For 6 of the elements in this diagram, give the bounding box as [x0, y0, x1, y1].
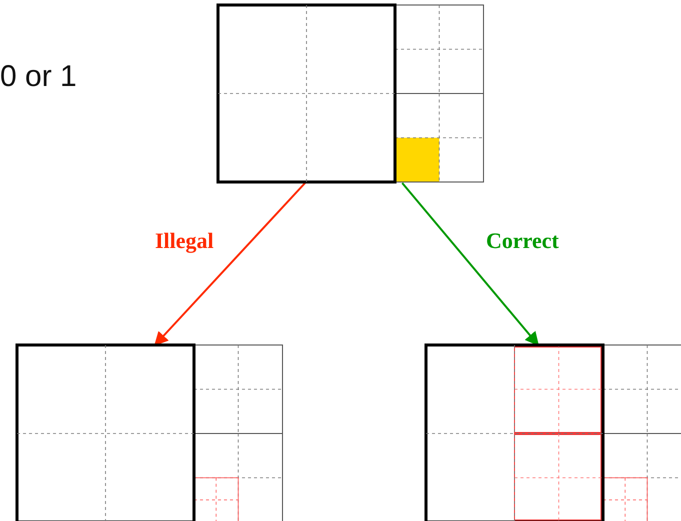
note-text: 0 or 1: [0, 60, 77, 94]
grid-drawing: [17, 345, 284, 521]
arrow: [154, 182, 306, 346]
grid-drawing: [218, 5, 485, 183]
arrow: [401, 182, 540, 346]
grid-drawing: [426, 345, 681, 521]
